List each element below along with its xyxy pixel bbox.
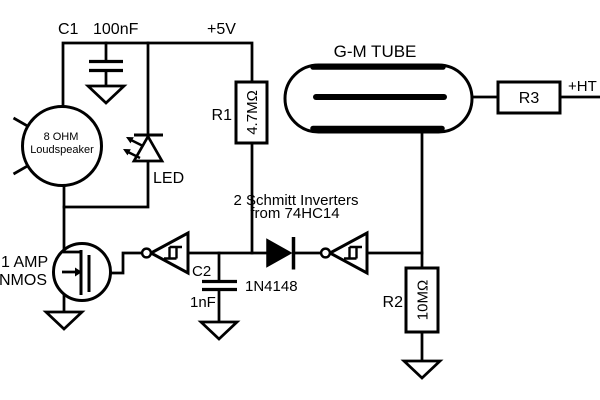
led-label: LED bbox=[153, 170, 184, 187]
schmitt-note-line2: from 74HC14 bbox=[250, 205, 339, 222]
c2-ground-symbol bbox=[197, 320, 241, 341]
c2-plates bbox=[202, 279, 237, 292]
led-emission-arrows-icon bbox=[123, 137, 144, 160]
ht-rail-label: +HT bbox=[568, 78, 597, 95]
c1-plates bbox=[89, 59, 123, 73]
c2-value-label: 1nF bbox=[190, 294, 216, 311]
r1-body bbox=[234, 80, 269, 145]
wire-5v-rail bbox=[61, 41, 254, 109]
r2-body bbox=[404, 266, 440, 334]
inverter1-bubble bbox=[140, 247, 153, 259]
schmitt-inverter1-symbol bbox=[140, 230, 190, 276]
loudspeaker-circle bbox=[21, 105, 103, 187]
schmitt-note-line1: 2 Schmitt Inverters bbox=[233, 192, 358, 209]
capacitor-c1-symbol bbox=[84, 59, 128, 105]
r3-ref: R3 bbox=[519, 90, 540, 107]
gm-tube-symbol bbox=[283, 63, 474, 134]
r1-ref-label: R1 bbox=[212, 107, 233, 124]
wire-drain bbox=[62, 183, 83, 254]
c2-ref-label: C2 bbox=[192, 263, 211, 280]
resistor-r1-symbol: 4.7MΩ bbox=[234, 80, 269, 145]
gm-tube-label: G-M TUBE bbox=[334, 42, 417, 61]
c1-value-label: 100nF bbox=[93, 21, 139, 38]
capacitor-c2-symbol bbox=[197, 279, 241, 341]
loudspeaker-ticks bbox=[12, 116, 29, 176]
led-symbol bbox=[123, 133, 165, 163]
diode-triangle bbox=[266, 238, 293, 268]
inverter2-bubble bbox=[319, 247, 332, 259]
r2-value: 10MΩ bbox=[414, 280, 431, 320]
loudspeaker-label-line1: 8 OHM bbox=[44, 131, 79, 143]
r1-value: 4.7MΩ bbox=[244, 90, 261, 135]
inverter1-hysteresis-icon bbox=[164, 245, 182, 260]
mosfet-body-arrow-head bbox=[75, 267, 82, 277]
c1-ground-symbol bbox=[84, 84, 128, 105]
diode-symbol bbox=[266, 237, 296, 270]
supply-rail-label: +5V bbox=[207, 21, 236, 38]
loudspeaker-label-line2: Loudspeaker bbox=[30, 144, 94, 156]
text-labels: C1 100nF +5V G-M TUBE +HT R1 LED 2 Schmi… bbox=[0, 21, 597, 311]
wire-led-bottom-lead bbox=[62, 159, 150, 209]
r3-body bbox=[496, 80, 562, 115]
r2-ref-label: R2 bbox=[383, 294, 404, 311]
schmitt-inverter2-symbol bbox=[319, 230, 369, 276]
loudspeaker-symbol: 8 OHM Loudspeaker bbox=[12, 105, 103, 187]
nmos-mosfet-symbol bbox=[42, 242, 112, 331]
mosfet-label-line1: 1 AMP bbox=[1, 254, 48, 271]
mosfet-label-line2: NMOS bbox=[0, 272, 47, 289]
diode-value-label: 1N4148 bbox=[245, 278, 298, 295]
resistor-r2-symbol: 10MΩ bbox=[400, 266, 444, 380]
resistor-r3-symbol: R3 bbox=[496, 80, 562, 115]
led-triangle bbox=[131, 133, 165, 163]
mosfet-drain-elbow bbox=[62, 250, 81, 254]
mosfet-ground-symbol bbox=[42, 310, 86, 331]
r2-ground-symbol bbox=[400, 359, 444, 380]
c1-ref-label: C1 bbox=[58, 21, 79, 38]
inverter2-hysteresis-icon bbox=[344, 245, 362, 260]
